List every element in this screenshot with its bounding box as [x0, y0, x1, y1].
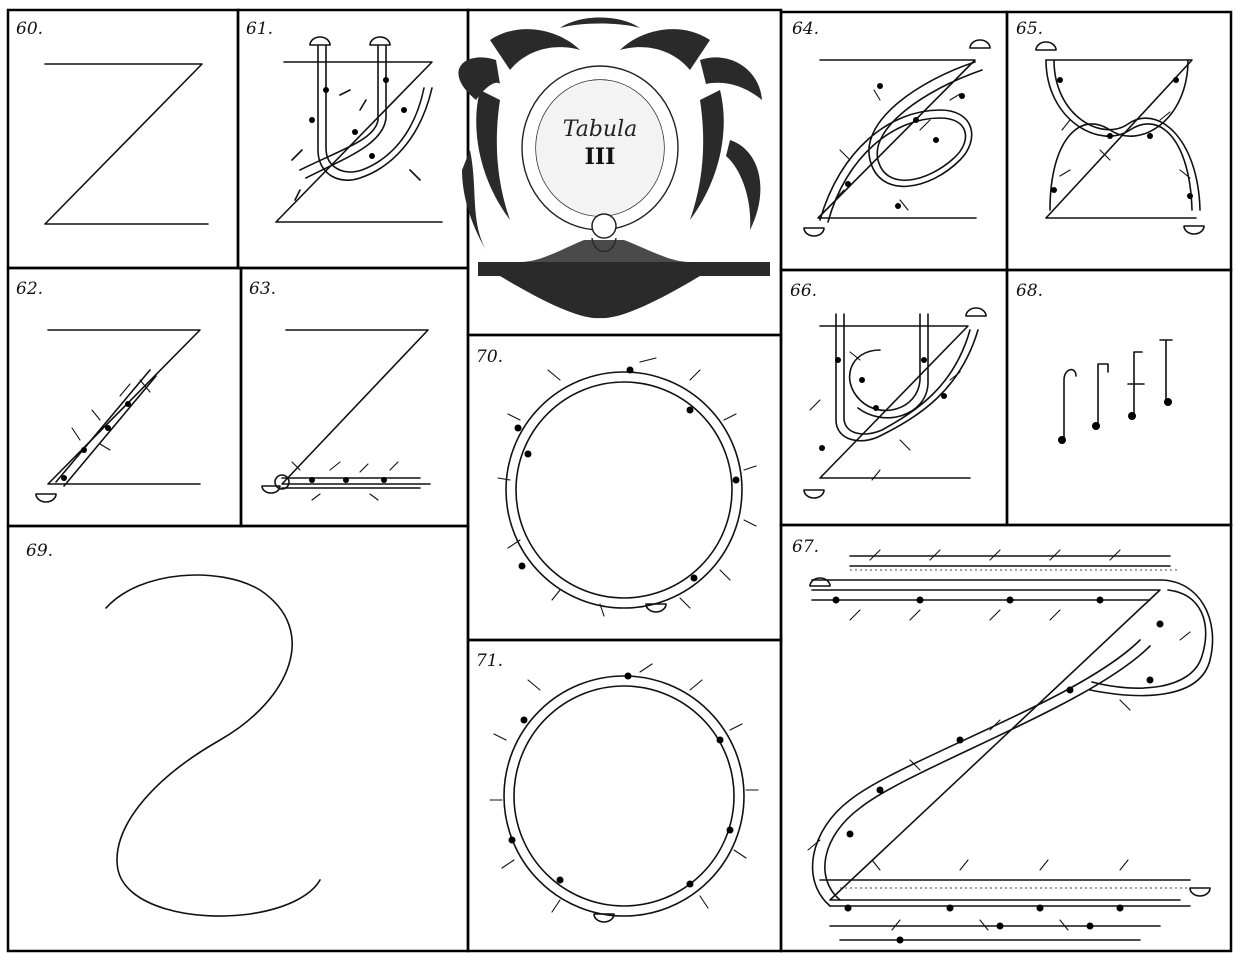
figure-68-note-strokes: [1058, 340, 1172, 444]
panel-60: [8, 10, 238, 268]
figure-65-thorny-z: [1036, 42, 1204, 234]
cartouche-number: III: [585, 144, 616, 170]
label-fig-69: 69.: [26, 541, 53, 561]
panel-68: [1007, 270, 1231, 525]
label-fig-67: 67.: [792, 537, 819, 557]
figure-70-thorny-circle: [498, 358, 756, 616]
panel-61: [238, 10, 468, 268]
panel-69: [8, 526, 468, 951]
label-fig-62: 62.: [16, 279, 43, 299]
figure-labels: 60. 61. 62. 63. 64. 65. 66. 68. 69. 70. …: [16, 19, 1043, 671]
figure-63-thorny-base: [262, 330, 430, 500]
label-fig-66: 66.: [790, 281, 817, 301]
figure-67-large-thorny-z: [808, 550, 1213, 944]
label-fig-65: 65.: [1016, 19, 1043, 39]
figure-71-thorny-circle: [490, 664, 758, 922]
figure-60-letter-z: [45, 64, 208, 224]
tabula-cartouche: Tabula III: [458, 18, 770, 319]
label-fig-64: 64.: [792, 19, 819, 39]
figure-66-thorny-z: [804, 308, 986, 498]
panel-67: [781, 525, 1231, 951]
figure-62-thorny-diagonal: [36, 330, 200, 502]
panel-70: [468, 335, 781, 640]
figure-64-thorny-z: [804, 40, 990, 236]
label-fig-71: 71.: [476, 651, 503, 671]
label-fig-63: 63.: [249, 279, 276, 299]
label-fig-61: 61.: [246, 19, 273, 39]
label-fig-60: 60.: [16, 19, 43, 39]
label-fig-70: 70.: [476, 347, 503, 367]
label-fig-68: 68.: [1016, 281, 1043, 301]
cartouche-title: Tabula: [563, 117, 638, 142]
figure-69-s-curve: [106, 575, 320, 916]
figure-61-thorny-z: [276, 37, 442, 222]
putto-figure: [520, 214, 690, 262]
panel-62: [8, 268, 241, 526]
